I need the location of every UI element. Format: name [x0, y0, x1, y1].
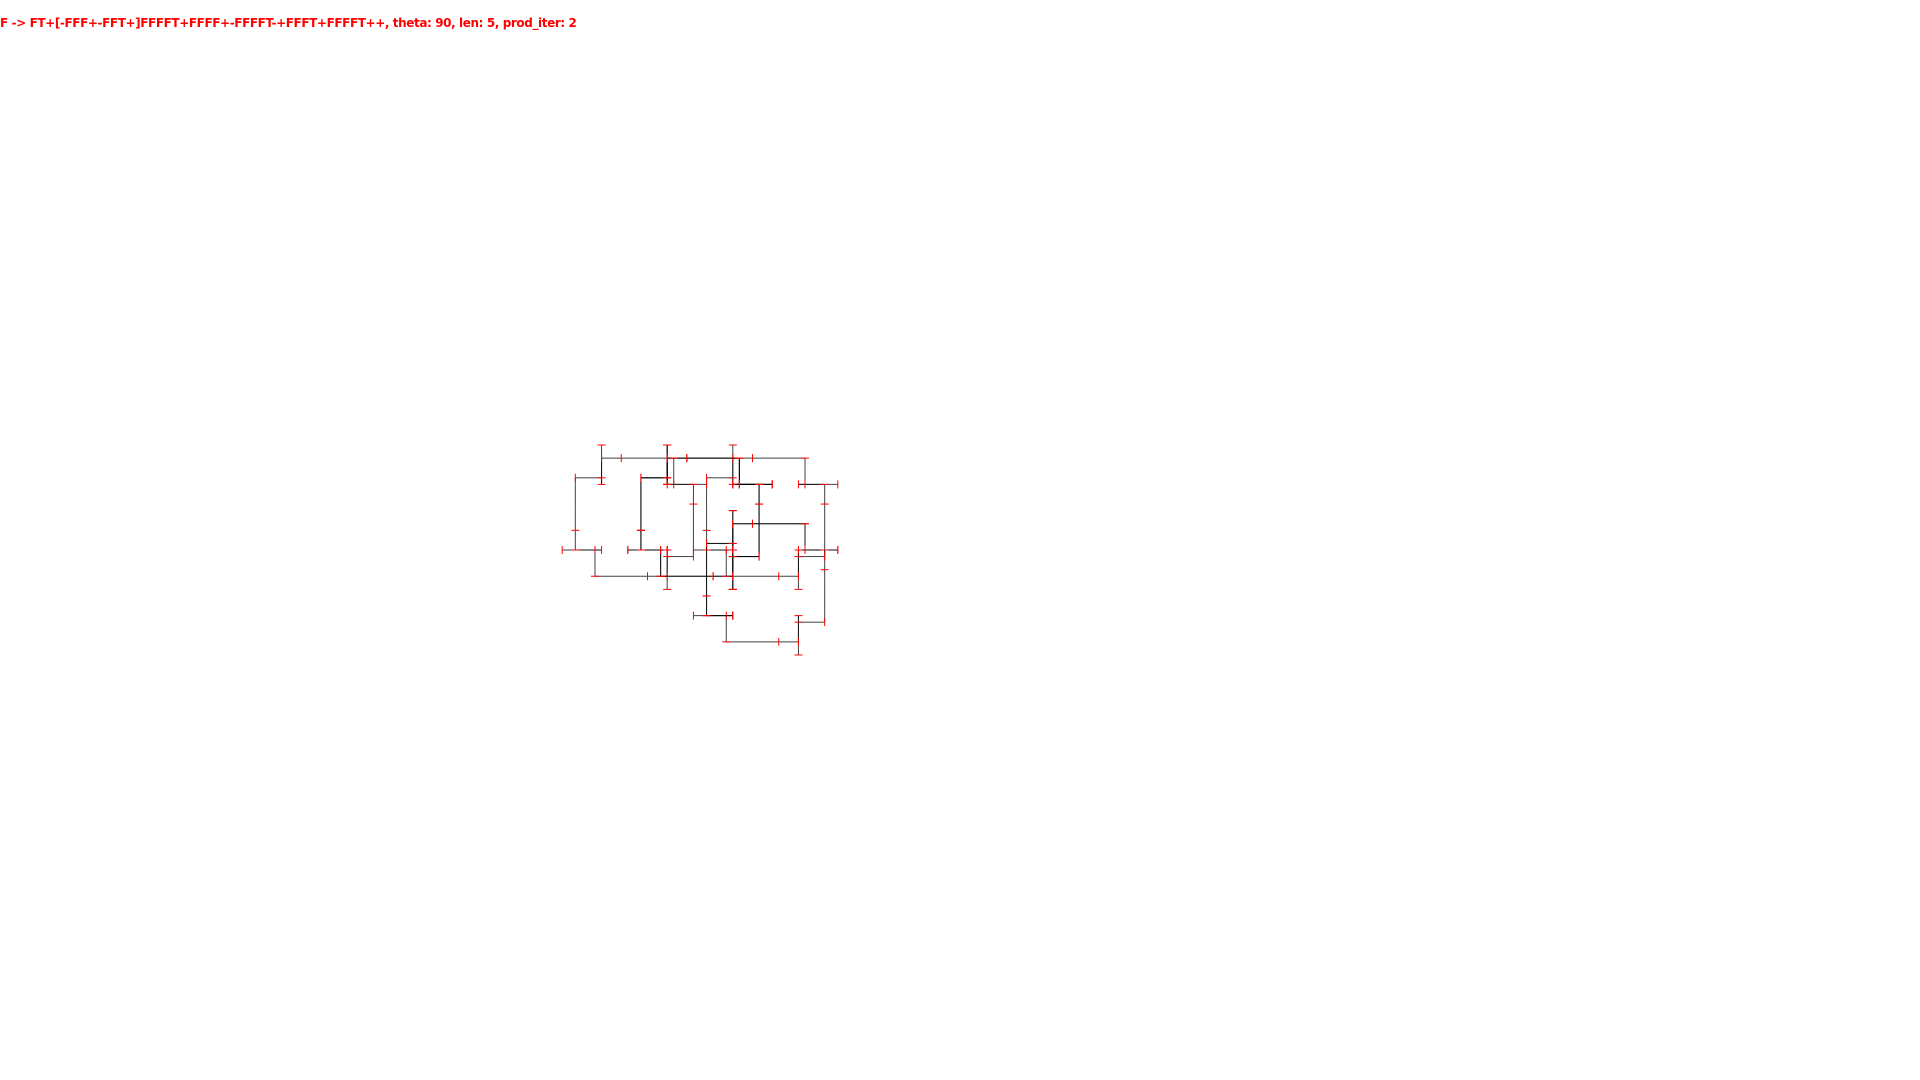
- lsystem-caption: F -> FT+[-FFF+-FFT+]FFFFT+FFFF+-FFFFT-+F…: [0, 16, 577, 30]
- lsystem-drawing: [561, 444, 839, 656]
